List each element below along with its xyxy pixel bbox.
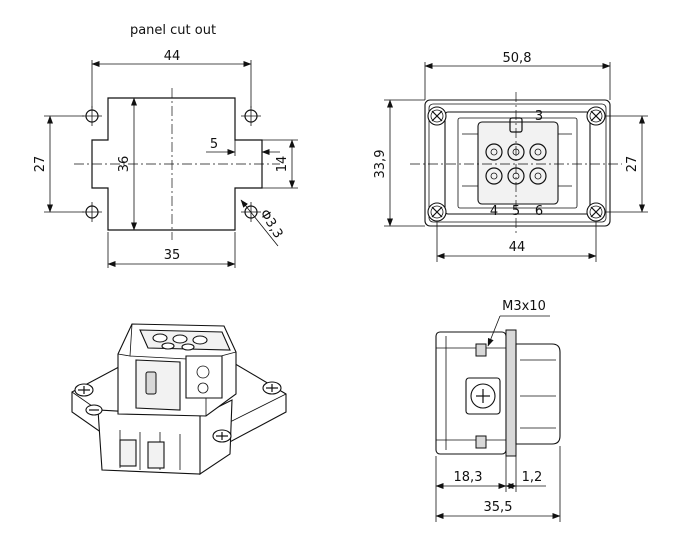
mounting-hole-bl [82,202,102,222]
dim-44-label: 44 [164,49,181,64]
hole-dia-leader [240,199,279,247]
front-screw-tr [586,106,606,126]
contact-label-6: 6 [535,204,543,219]
iso-screw-1 [74,383,94,397]
panel-cutout-view: panel cut out 44 35 27 36 5 [33,23,298,268]
mounting-hole-tl [82,106,102,126]
dim-36-label: 36 [117,156,132,173]
panel-cutout-title: panel cut out [130,23,216,38]
dim-18-3-label: 18,3 [454,470,483,485]
iso-screw-4 [85,404,103,416]
front-screw-tl [427,106,447,126]
contact-label-4: 4 [490,204,498,219]
iso-screw-3 [212,429,232,443]
side-flange [505,329,517,457]
dim-1-2-label: 1,2 [522,470,543,485]
contact-label-3: 3 [535,109,543,124]
front-screw-bl [427,202,447,222]
dim-27-cutout-label: 27 [33,156,48,173]
screw-label: M3x10 [502,299,546,314]
dim-33-9-label: 33,9 [373,150,388,179]
front-screw-br [586,202,606,222]
dim-35-label: 35 [164,248,181,263]
dim-44-front-label: 44 [509,240,526,255]
isometric-view [71,323,287,476]
contact-label-5: 5 [512,204,520,219]
dim-27-front-label: 27 [625,156,640,173]
dim-14-label: 14 [275,156,290,173]
dim-50-8-label: 50,8 [503,51,532,66]
contact-insert [477,121,559,205]
side-view: M3x10 18,3 1,2 35,5 [435,299,561,522]
iso-screw-2 [262,381,282,395]
front-view: 3 4 5 6 50,8 33,9 27 44 [373,51,648,262]
mounting-hole-tr [241,106,261,126]
dim-35-5-label: 35,5 [484,500,513,515]
dim-5-label: 5 [210,137,218,152]
